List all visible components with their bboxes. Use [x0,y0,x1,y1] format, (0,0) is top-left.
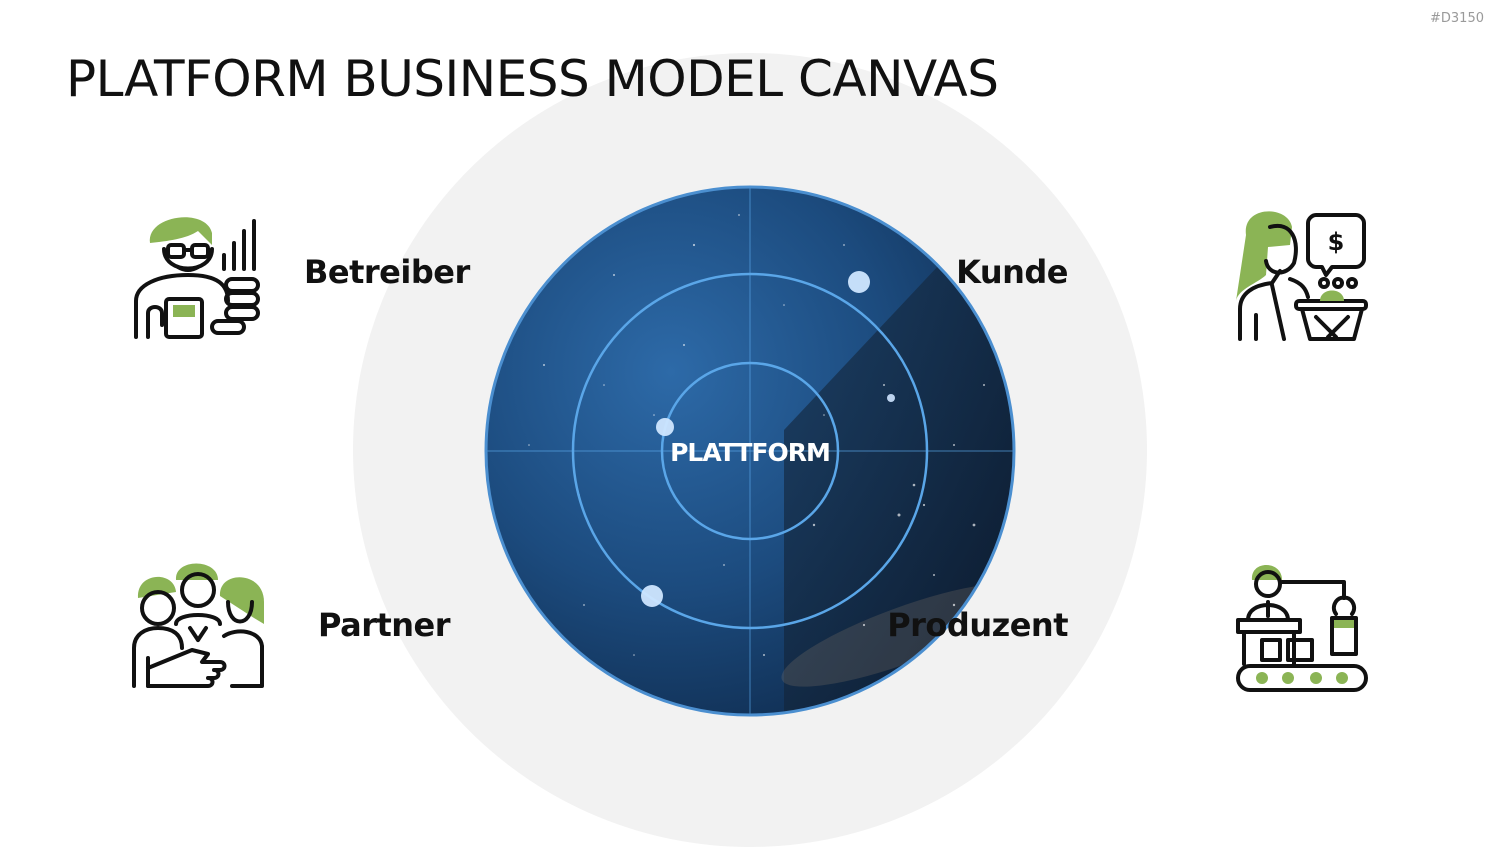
producer-icon [1232,558,1372,698]
orbit-dot [641,585,663,607]
center-label: PLATTFORM [670,438,830,467]
orbit-dot [887,394,895,402]
customer-icon: $ [1232,205,1372,345]
slide-code: #D3150 [1430,11,1484,26]
stakeholder-label: Kunde [956,253,1068,291]
partnership-icon [128,558,268,698]
orbit-dot [656,418,674,436]
orbit-dot [848,271,870,293]
stakeholder-label: Produzent [887,606,1068,644]
page-title: PLATFORM BUSINESS MODEL CANVAS [66,50,998,108]
stakeholder-label: Partner [318,606,450,644]
svg-text:$: $ [1328,228,1345,256]
operator-icon [128,205,268,345]
stakeholder-label: Betreiber [304,253,470,291]
